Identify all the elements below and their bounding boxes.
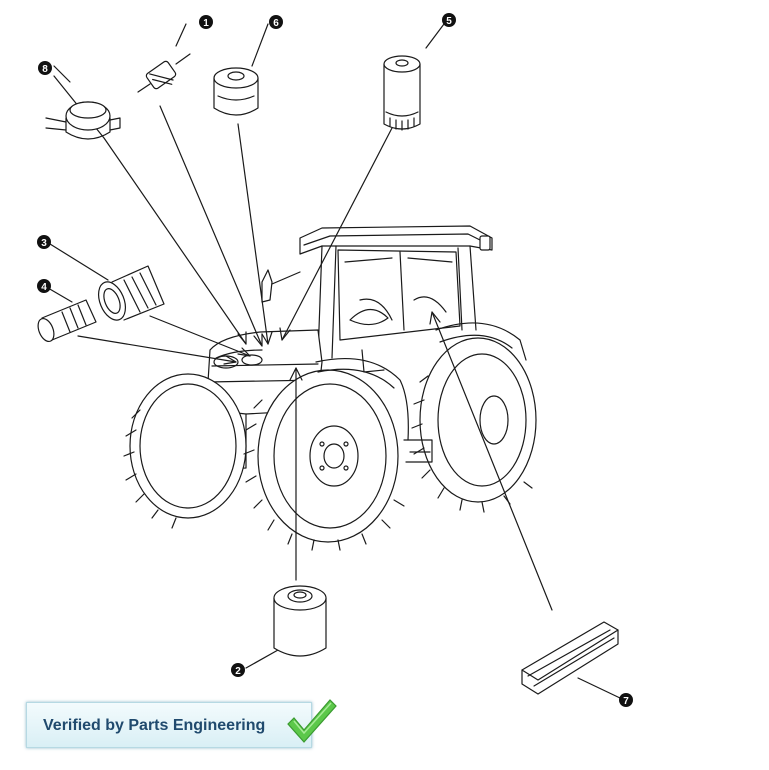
- part-8-water-separator: [45, 101, 121, 140]
- svg-text:6: 6: [273, 18, 279, 29]
- part-7-cabin-filter: [521, 621, 619, 695]
- svg-text:5: 5: [446, 16, 452, 27]
- leader-lines: [47, 23, 621, 699]
- part-1-inline-fuel-filter: [137, 53, 191, 93]
- badge-text: Verified by Parts Engineering: [43, 717, 266, 734]
- part-4-air-filter-inner: [37, 299, 97, 343]
- part-6-spin-on-filter: [213, 67, 259, 116]
- callout-2: 2: [231, 663, 245, 677]
- part-5-tall-filter: [383, 55, 421, 131]
- callout-8: 8: [38, 61, 52, 75]
- callout-5: 5: [442, 13, 456, 27]
- svg-text:1: 1: [203, 18, 209, 29]
- checkmark-icon: [287, 699, 337, 743]
- svg-text:4: 4: [41, 282, 47, 293]
- callout-1: 1: [199, 15, 213, 29]
- tractor-illustration: [123, 225, 537, 551]
- svg-text:7: 7: [623, 696, 629, 707]
- callout-7: 7: [619, 693, 633, 707]
- svg-text:2: 2: [235, 666, 241, 677]
- callouts: 1 6 5 8 3 4 2 7: [37, 13, 633, 707]
- svg-text:3: 3: [41, 238, 47, 249]
- svg-text:8: 8: [42, 64, 48, 75]
- verified-badge: Verified by Parts Engineering: [26, 702, 312, 748]
- callout-3: 3: [37, 235, 51, 249]
- part-3-air-filter-outer: [97, 265, 165, 321]
- part-2-oil-filter: [273, 585, 327, 657]
- callout-4: 4: [37, 279, 51, 293]
- callout-6: 6: [269, 15, 283, 29]
